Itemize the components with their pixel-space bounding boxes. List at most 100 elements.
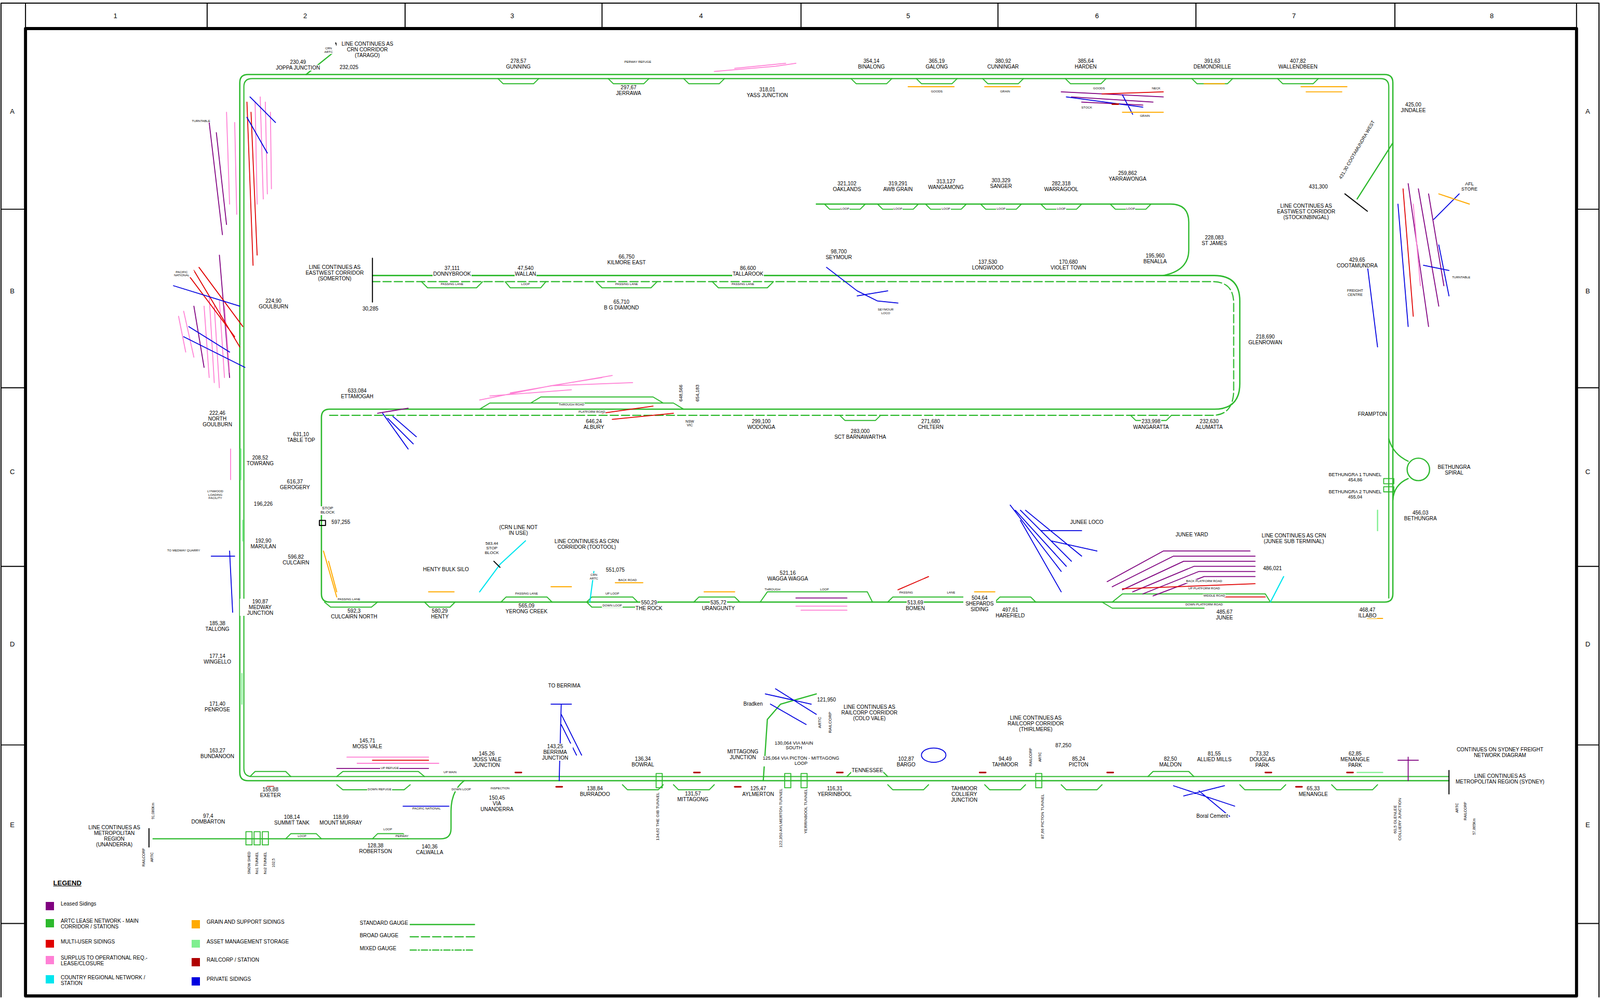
map-label: BOMEN <box>905 605 926 612</box>
map-label: UP PLATFORM ROAD <box>1187 586 1221 591</box>
map-label: SEYMOUR LOCO <box>875 307 896 315</box>
map-label: PASSING LANE <box>514 592 539 596</box>
map-label: 521,16 <box>779 570 797 576</box>
map-label: DONNYBROOK <box>432 271 472 277</box>
map-label: 380,92 <box>994 58 1012 64</box>
map-label: 648,566 <box>679 383 685 402</box>
map-label: BUNDANOON <box>199 753 235 760</box>
map-label: LOOP <box>1056 207 1067 211</box>
grid-reference: 1 <box>112 12 118 20</box>
map-label: BERRIMA JUNCTION <box>537 749 574 761</box>
map-label: VIOLET TOWN <box>1050 264 1087 271</box>
map-label: 354,14 <box>863 58 881 64</box>
map-label: TALLONG <box>205 626 231 633</box>
map-label: MITTAGONG <box>676 796 709 803</box>
map-label: 222,46 <box>196 410 238 416</box>
map-label: 170,680 <box>1058 259 1079 265</box>
map-label: VIA UNANDERRA <box>476 800 518 813</box>
map-label: LOOP <box>520 282 531 287</box>
map-label: MOUNT MURRAY <box>318 819 363 826</box>
map-label: TO MEDWAY QUARRY <box>166 548 201 553</box>
map-label: 592,3 <box>346 608 361 614</box>
map-label: BETHUNGRA 1 TUNNEL 454,86 <box>1326 472 1383 483</box>
map-label: 85,24 <box>1071 756 1086 762</box>
map-label: WANGAMONG <box>927 184 965 191</box>
map-label: THE ROCK <box>635 605 664 612</box>
map-label: NSW <box>684 419 695 424</box>
map-label: 232,025 <box>339 64 359 71</box>
broad-gauge-line <box>329 281 1234 415</box>
map-label: 486,021 <box>1262 565 1283 572</box>
map-label: 150,45 <box>476 795 518 801</box>
map-label: DOMBARTON <box>191 818 226 825</box>
map-label: GRAIN <box>1139 114 1151 118</box>
map-label: JUNEE LOCO <box>1069 519 1105 526</box>
map-label: 303,329 <box>991 177 1012 184</box>
map-label: ILLABO <box>1357 612 1377 619</box>
map-label: BENALLA <box>1143 258 1168 265</box>
map-label: STOP BLOCK <box>317 506 338 516</box>
map-label: 365,19 <box>928 58 946 64</box>
map-label: CULCAIRN NORTH <box>330 613 378 620</box>
map-label: BOWRAL <box>630 761 655 768</box>
map-label: WODONGA <box>746 424 776 430</box>
map-label: PACIFIC NATIONAL <box>168 270 195 278</box>
map-label: PERWAY REFUGE <box>623 60 652 64</box>
map-label: 297,67 <box>620 84 638 91</box>
map-label: LINE CONTINUES AS EASTWEST CORRIDOR (SOM… <box>301 264 369 282</box>
map-label: PASSING LANE <box>337 597 361 602</box>
map-label: MALDON <box>1158 761 1182 768</box>
railcorp-markers <box>267 103 1354 787</box>
map-label: 218,690 <box>1255 333 1275 340</box>
map-label: 138,84 <box>586 785 604 792</box>
map-label: TABLE TOP <box>286 437 316 443</box>
asset-storage <box>240 449 1383 773</box>
map-label: WALLENDBEEN <box>1278 63 1319 70</box>
legend-swatch <box>191 939 200 949</box>
map-label: 485,67 <box>1216 609 1234 615</box>
map-label: 116,31 <box>826 785 843 792</box>
grid-reference: 6 <box>1094 12 1100 20</box>
map-label: LANE <box>946 590 956 595</box>
map-label: 171,40 <box>208 701 226 707</box>
map-label: AYLMERTON <box>741 791 775 798</box>
map-label: ALBURY <box>583 424 605 430</box>
map-label: BACK PLATFORM ROAD <box>1185 579 1223 584</box>
map-label: 65,710 <box>612 299 630 305</box>
grid-reference: D <box>9 640 16 649</box>
map-label: Bradken <box>742 701 763 707</box>
standard-gauge-sample <box>410 923 475 925</box>
map-label: GEROGERY <box>279 484 311 491</box>
map-label: 102,87 <box>897 756 916 762</box>
legend-text: RAILCORP / STATION <box>206 957 339 963</box>
map-label: STOCK <box>1080 105 1093 110</box>
legend-text: COUNTRY REGIONAL NETWORK / STATION <box>60 974 163 987</box>
legend-text: PRIVATE SIDINGS <box>206 976 339 983</box>
map-label: 177,14 <box>208 653 226 660</box>
map-label: LYNWOOD LOADING FACILITY <box>202 489 228 501</box>
map-label: SANGER <box>989 183 1013 190</box>
map-label: CONTINUES ON SYDNEY FREIGHT NETWORK DIAG… <box>1448 746 1551 759</box>
map-label: 431,300 <box>1308 183 1329 190</box>
map-label: BACK ROAD <box>617 578 638 583</box>
map-label: 596,82 <box>287 554 305 560</box>
map-label: 195,960 <box>1145 252 1165 259</box>
map-label: 391,63 <box>1203 58 1221 64</box>
map-label: 385,64 <box>1077 58 1095 64</box>
map-label: SNOW SHED <box>247 851 252 876</box>
map-label: RAILCORP <box>141 847 146 868</box>
map-label: 535,72 <box>709 599 728 606</box>
map-label: LOOP <box>893 207 904 211</box>
tunnels <box>246 478 1395 846</box>
map-label: JUNEE <box>1215 614 1234 621</box>
legend-text: ASSET MANAGEMENT STORAGE <box>206 938 339 945</box>
grid-reference: 2 <box>302 12 308 20</box>
map-label: LONGWOOD <box>971 264 1005 271</box>
surplus-sidings <box>178 63 1421 764</box>
map-label: LINE CONTINUES AS CRN CORRIDOR (TOOTOOL) <box>553 538 621 550</box>
map-label: WARRAGOOL <box>1043 186 1080 193</box>
map-label: No1 TUNNEL <box>254 851 260 876</box>
map-label: LINE CONTINUES AS METROPOLITAN REGION (U… <box>86 824 143 848</box>
map-label: URANGUNTY <box>701 605 736 612</box>
map-label: 137,530 <box>977 259 998 265</box>
